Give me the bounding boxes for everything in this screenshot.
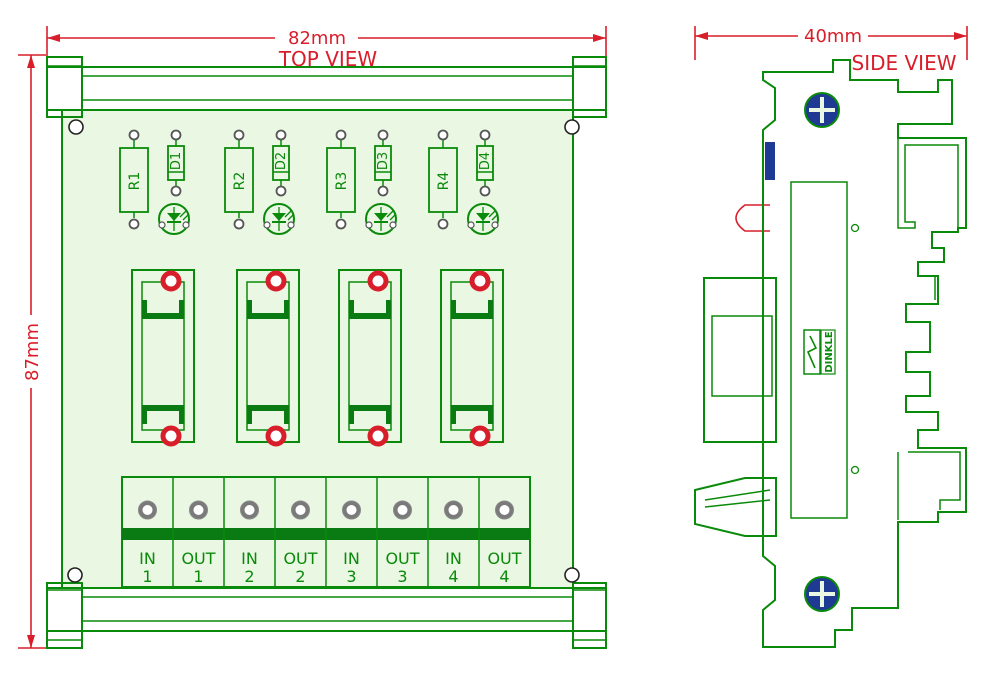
mounting-holes	[67, 119, 580, 583]
terminal-number-label: 1	[193, 567, 203, 586]
side-screw-top	[804, 92, 840, 128]
diode-2: D2	[272, 129, 290, 197]
brand-label: DINKLE	[824, 331, 835, 373]
resistor-1: R1	[119, 129, 149, 230]
side-terminal-clamp	[694, 477, 777, 537]
channel-3: R3 D3	[326, 129, 402, 447]
top-width-dimension: 82mm	[46, 26, 607, 58]
side-width-dimension: 40mm	[694, 26, 968, 60]
terminal-number-label: 3	[397, 567, 407, 586]
terminal-type-label: IN	[241, 549, 258, 568]
terminal-type-label: IN	[445, 549, 462, 568]
end-cap-bottom-left	[46, 582, 83, 649]
resistor-label: R4	[436, 172, 452, 191]
relay-socket-2	[236, 269, 300, 447]
diode-label: D3	[376, 152, 391, 170]
led-4	[467, 203, 499, 235]
side-width-dimension-label: 40mm	[804, 26, 862, 47]
relay-socket-4	[440, 269, 504, 447]
relay-socket-3	[338, 269, 402, 447]
terminal-number-label: 4	[499, 567, 509, 586]
channel-1: R1 D1	[119, 129, 195, 447]
channel-4: R4 D4	[428, 129, 504, 447]
end-cap-top-right	[572, 56, 607, 118]
resistor-2: R2	[224, 129, 254, 230]
terminal-type-label: OUT	[487, 549, 521, 568]
resistor-label: R1	[127, 172, 143, 191]
terminal-number-label: 4	[448, 567, 458, 586]
terminal-number-label: 3	[346, 567, 356, 586]
terminal-number-label: 2	[295, 567, 305, 586]
resistor-3: R3	[326, 129, 356, 230]
end-cap-bottom-right	[572, 582, 607, 649]
diode-3: D3	[374, 129, 392, 197]
side-relay-socket	[703, 277, 777, 443]
led-2	[263, 203, 295, 235]
height-dimension-label: 87mm	[22, 323, 43, 381]
side-screw-bottom	[804, 576, 840, 612]
diode-1: D1	[167, 129, 185, 197]
terminal-in-4: IN4	[427, 477, 463, 587]
resistor-label: R2	[232, 172, 248, 191]
terminal-type-label: OUT	[385, 549, 419, 568]
diode-4: D4	[476, 129, 494, 197]
side-component	[765, 142, 775, 180]
terminal-number-label: 1	[142, 567, 152, 586]
diode-label: D4	[478, 152, 493, 170]
terminal-type-label: IN	[343, 549, 360, 568]
top-view: TOP VIEW	[46, 47, 607, 649]
width-dimension-label: 82mm	[288, 28, 346, 49]
led-3	[365, 203, 397, 235]
terminal-type-label: OUT	[181, 549, 215, 568]
channel-2: R2 D2	[224, 129, 300, 447]
terminal-in-2: IN2	[223, 477, 259, 587]
dinkle-logo: DINKLE	[803, 329, 836, 375]
side-view: SIDE VIEW DINKLE	[694, 51, 967, 648]
side-housing	[762, 59, 967, 648]
terminal-type-label: IN	[139, 549, 156, 568]
terminal-type-label: OUT	[283, 549, 317, 568]
diode-label: D1	[169, 152, 184, 170]
diode-label: D2	[274, 152, 289, 170]
terminal-in-1: IN1	[138, 500, 157, 586]
resistor-4: R4	[428, 129, 458, 230]
side-view-title: SIDE VIEW	[852, 51, 957, 75]
terminal-number-label: 2	[244, 567, 254, 586]
relay-socket-1	[131, 269, 195, 447]
end-cap-top-left	[46, 56, 83, 118]
terminal-in-3: IN3	[325, 477, 361, 587]
resistor-label: R3	[334, 172, 350, 191]
side-label-panel	[790, 181, 848, 519]
led-1	[158, 203, 190, 235]
side-led-lens	[735, 204, 770, 232]
height-dimension: 87mm	[18, 54, 46, 649]
